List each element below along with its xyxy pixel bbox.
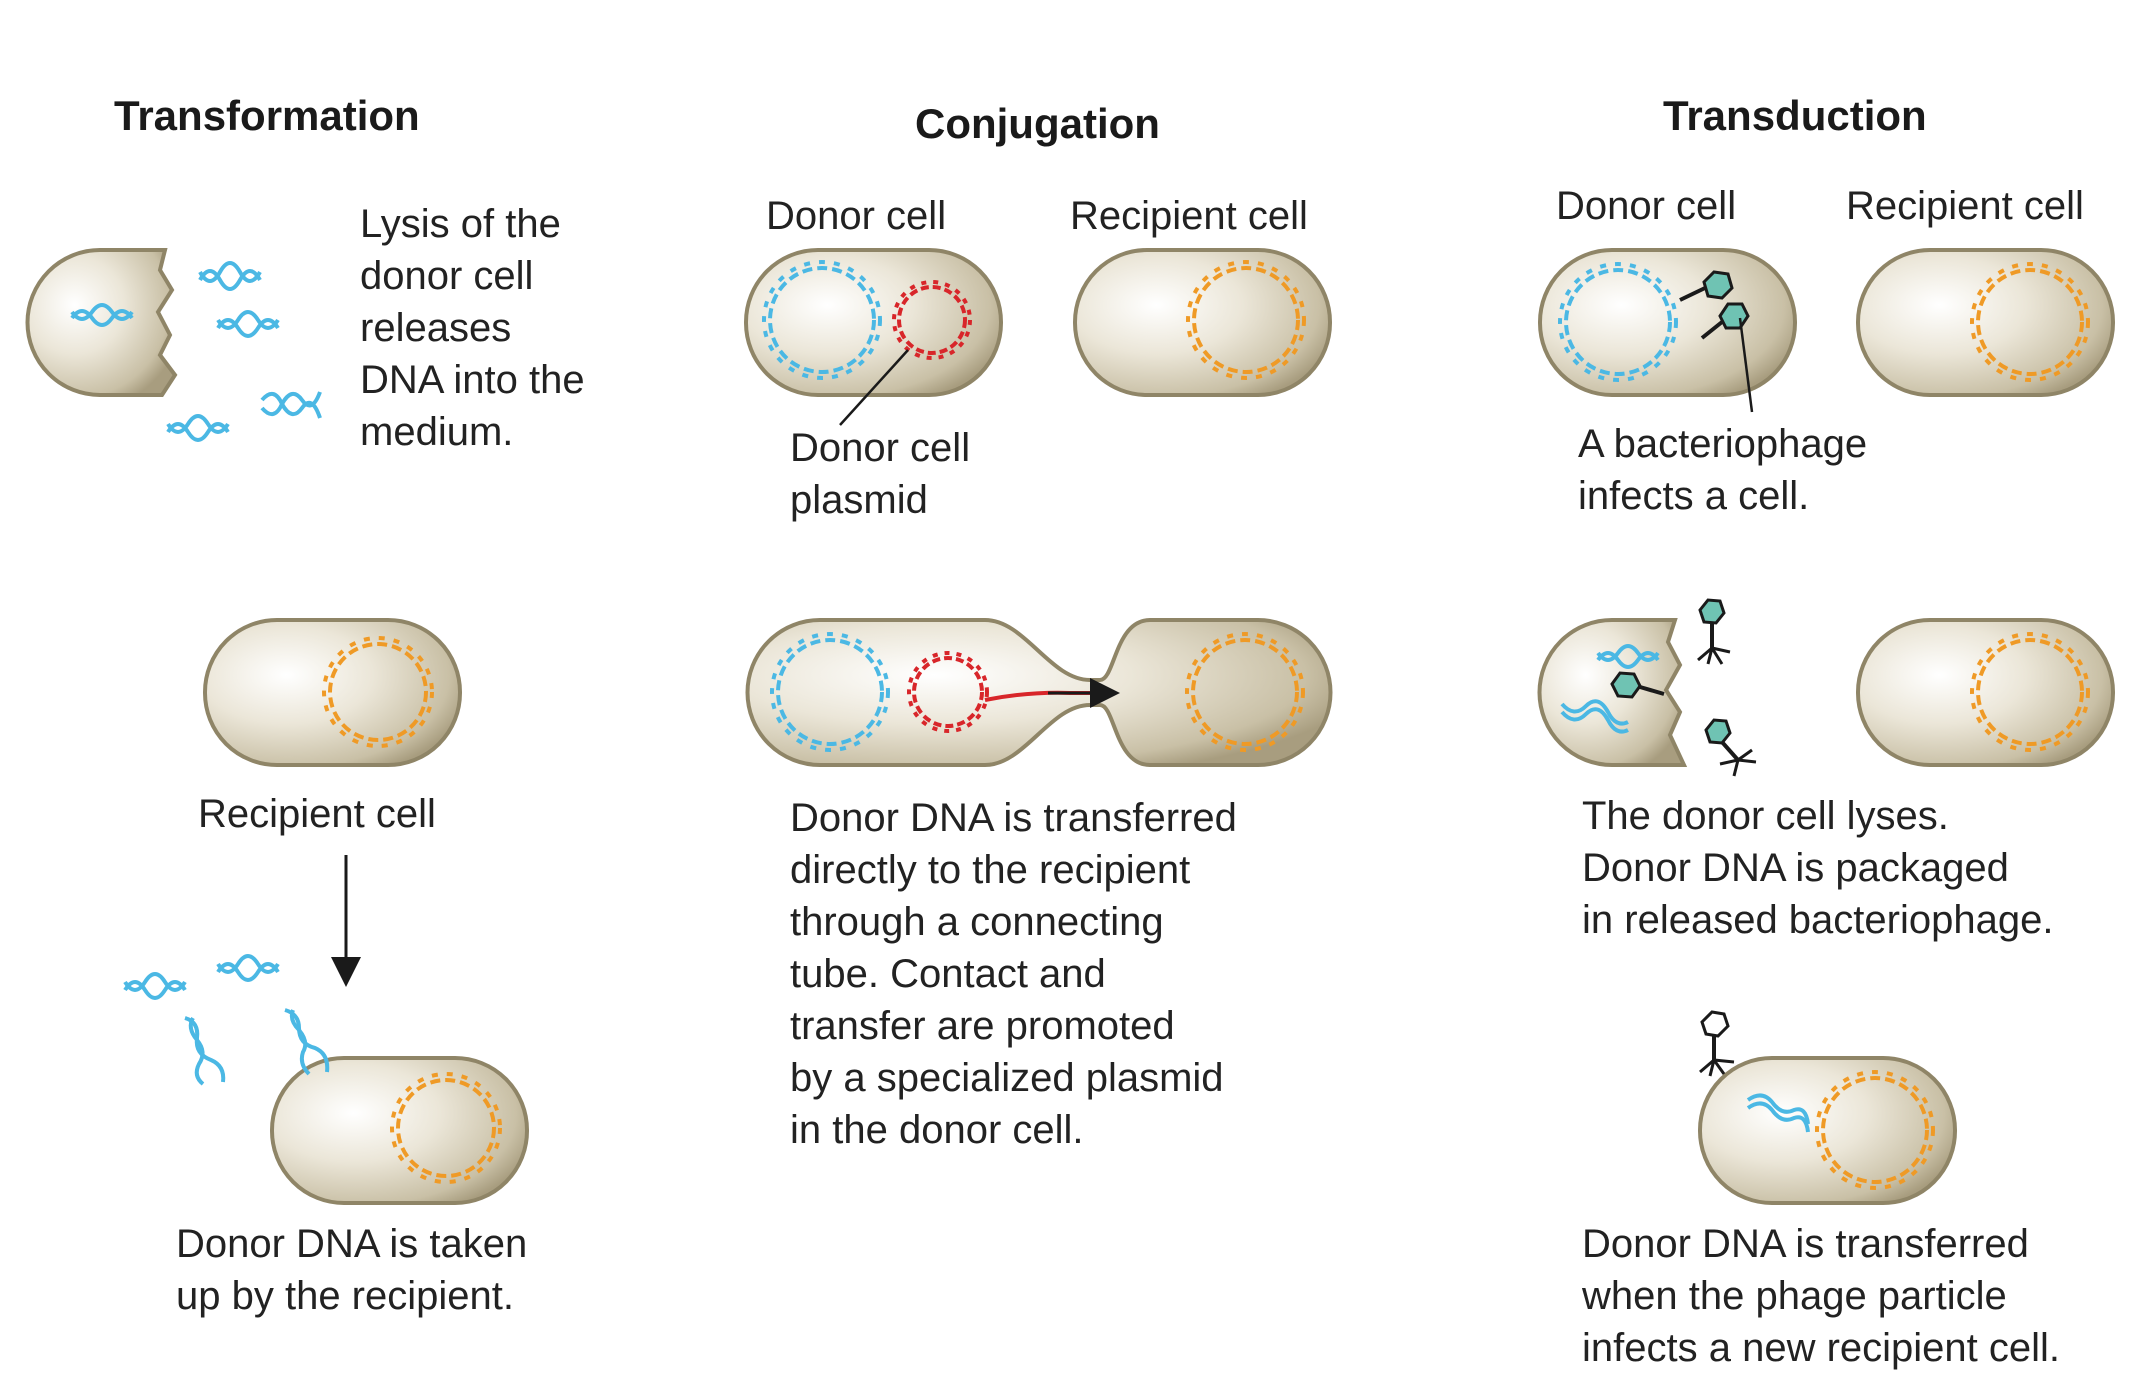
released-phage: [1704, 718, 1757, 777]
transduction-donor-label: Donor cell: [1556, 184, 1737, 228]
transduction-recipient-chromosome-2: [1970, 632, 2090, 752]
donor-chromosome: [762, 260, 882, 380]
connected-donor-chromosome: [770, 632, 890, 752]
transduction-recipient-chromosome: [1970, 262, 2090, 382]
phage-transfer-description: Donor DNA is transferred when the phage …: [1582, 1222, 2061, 1370]
transduction-donor-chromosome: [1558, 262, 1678, 382]
transformation-recipient-label: Recipient cell: [198, 792, 436, 836]
transduction-new-recipient-cell: [1698, 1056, 1957, 1205]
dna-fragment: [216, 962, 280, 982]
transduction-recipient-cell-2: [1856, 618, 2115, 767]
lysed-cell-inner-dna: [70, 303, 134, 327]
conjugation-recipient-chromosome: [1186, 260, 1306, 380]
dna-fragment: [216, 318, 280, 338]
transformation-heading: Transformation: [114, 92, 420, 139]
phage-in-lysed-cell: [1610, 671, 1665, 699]
uptake-cell-chromosome: [390, 1072, 502, 1184]
recipient-chromosome: [322, 636, 434, 748]
donor-plasmid: [892, 280, 972, 360]
free-dna-fragments: [123, 954, 330, 1086]
transduction-recipient-label: Recipient cell: [1846, 184, 2084, 228]
lysed-cell-dna: [1560, 644, 1660, 734]
lysed-donor-cell: [25, 248, 178, 397]
plasmid-leader-line: [839, 349, 909, 426]
uptake-description: Donor DNA is taken up by the recipient.: [176, 1222, 528, 1318]
released-dna-fragments: [166, 261, 322, 442]
dna-fragment: [198, 261, 262, 283]
transduction-recipient-cell: [1856, 248, 2115, 397]
conjugation-heading: Conjugation: [915, 100, 1160, 147]
conjugation-description: Donor DNA is transferred directly to the…: [790, 796, 1237, 1152]
transformation-recipient-cell: [203, 618, 462, 767]
phage-infects-description: A bacteriophage infects a cell.: [1578, 422, 1868, 518]
dna-fragment: [216, 954, 280, 974]
plasmid-label: Donor cell plasmid: [790, 426, 971, 522]
dna-fragment: [198, 269, 262, 291]
connected-recipient-chromosome: [1185, 632, 1305, 752]
dna-fragment: [216, 310, 280, 330]
dna-fragment: [260, 391, 322, 416]
conjugation-donor-label: Donor cell: [766, 194, 947, 238]
lysis-description: Lysis of the donor cell releases DNA int…: [360, 202, 585, 454]
transduction-donor-cell: [1538, 248, 1797, 397]
dna-fragment: [289, 1009, 311, 1076]
conjugation-recipient-cell: [1073, 248, 1332, 397]
dna-fragment: [123, 972, 187, 992]
bacteriophage: [1679, 270, 1734, 302]
lysis-package-description: The donor cell lyses. Donor DNA is packa…: [1582, 794, 2054, 942]
conjugation-recipient-label: Recipient cell: [1070, 194, 1308, 238]
transduction-lysed-cell: [1537, 618, 1688, 767]
dna-fragment: [166, 422, 230, 442]
transduction-heading: Transduction: [1663, 92, 1927, 139]
transformation-uptake-cell: [270, 1056, 529, 1205]
connected-plasmid: [907, 651, 989, 733]
new-recipient-chromosome: [1815, 1070, 1935, 1190]
infecting-phage: [1699, 1010, 1735, 1077]
injected-donor-dna: [1746, 1093, 1810, 1133]
dna-fragment: [123, 980, 187, 1000]
dna-fragment: [184, 1016, 226, 1083]
phage-leader-line: [1738, 317, 1754, 413]
dna-fragment: [188, 1016, 205, 1086]
dna-fragment: [166, 414, 230, 434]
released-phage: [1697, 598, 1731, 665]
